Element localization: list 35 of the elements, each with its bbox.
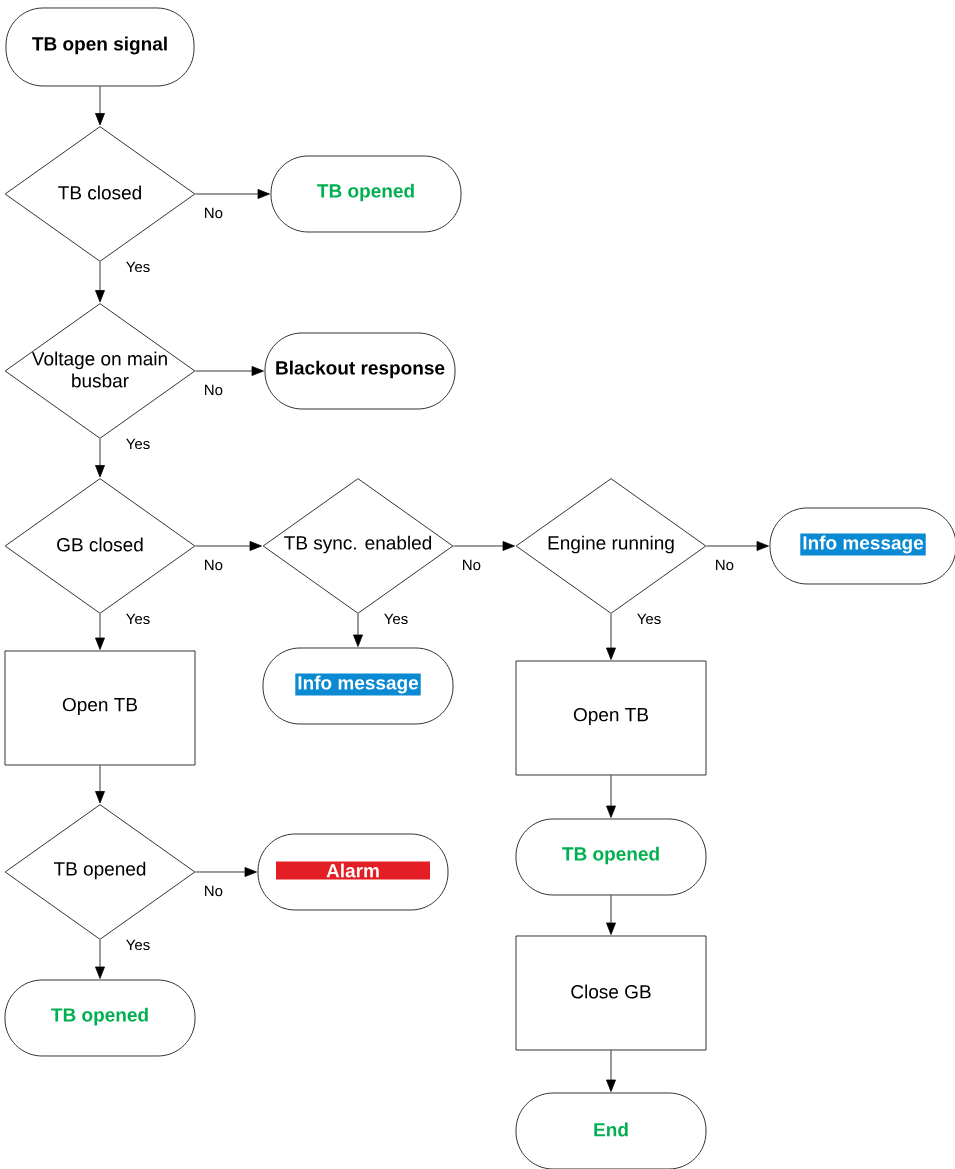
arrow <box>606 613 616 660</box>
arrow <box>706 541 769 551</box>
process-box: Open TB <box>4 650 196 766</box>
edge-label: No <box>202 383 224 397</box>
process-box: Open TB <box>515 660 707 776</box>
process-box: Close GB <box>515 935 707 1051</box>
arrow <box>606 1050 616 1092</box>
arrow <box>95 939 105 979</box>
terminal-oval: Info message <box>262 647 454 725</box>
arrow <box>453 541 515 551</box>
edge-label: Yes <box>635 612 663 626</box>
edge-label: Yes <box>124 612 152 626</box>
arrow <box>353 613 363 647</box>
arrow <box>95 438 105 478</box>
arrow <box>95 765 105 804</box>
edge-label: No <box>202 206 224 220</box>
arrow <box>195 366 264 376</box>
terminal-oval: Alarm <box>257 833 449 911</box>
arrow <box>195 189 270 199</box>
arrow <box>606 895 616 935</box>
arrow <box>95 261 105 303</box>
edge-label: No <box>202 558 224 572</box>
edge-label: Yes <box>124 437 152 451</box>
edge-label: Yes <box>124 260 152 274</box>
arrow <box>195 541 262 551</box>
edge-label: No <box>713 558 735 572</box>
edge-label: Yes <box>124 938 152 952</box>
arrow <box>195 867 257 877</box>
terminal-oval: Info message <box>769 507 955 585</box>
arrow <box>95 613 105 650</box>
arrow <box>95 86 105 126</box>
edge-label: No <box>202 884 224 898</box>
edge-label: Yes <box>382 612 410 626</box>
arrow <box>606 775 616 818</box>
edge-label: No <box>460 558 482 572</box>
